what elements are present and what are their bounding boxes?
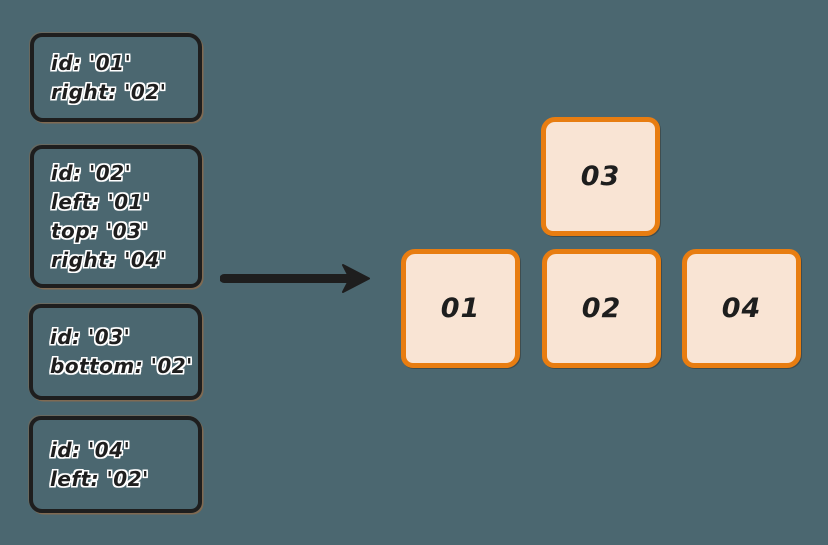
definition-card-03: id: '03' bottom: '02' bbox=[29, 304, 202, 400]
node-label: 02 bbox=[581, 293, 622, 324]
definition-line: left: '01' bbox=[51, 189, 150, 214]
definition-card-02: id: '02' left: '01' top: '03' right: '04… bbox=[30, 145, 202, 288]
definition-line: top: '03' bbox=[51, 218, 149, 243]
definition-line: id: '03' bbox=[50, 325, 131, 349]
definition-line: right: '04' bbox=[51, 247, 167, 272]
definition-line: id: '02' bbox=[51, 160, 132, 185]
grid-node-03: 03 bbox=[541, 117, 660, 236]
flow-arrow-icon bbox=[219, 260, 370, 297]
grid-node-04: 04 bbox=[682, 249, 801, 368]
grid-node-01: 01 bbox=[401, 249, 520, 368]
definition-card-01: id: '01' right: '02' bbox=[30, 33, 202, 122]
node-label: 03 bbox=[580, 161, 621, 192]
node-label: 01 bbox=[440, 293, 481, 324]
definition-line: left: '02' bbox=[50, 466, 149, 491]
definition-line: bottom: '02' bbox=[50, 354, 193, 378]
node-label: 04 bbox=[721, 293, 762, 324]
definition-line: id: '04' bbox=[50, 437, 131, 462]
grid-node-02: 02 bbox=[542, 249, 661, 368]
definition-card-04: id: '04' left: '02' bbox=[29, 416, 202, 513]
definition-line: id: '01' bbox=[51, 50, 132, 75]
definition-line: right: '02' bbox=[51, 79, 167, 104]
